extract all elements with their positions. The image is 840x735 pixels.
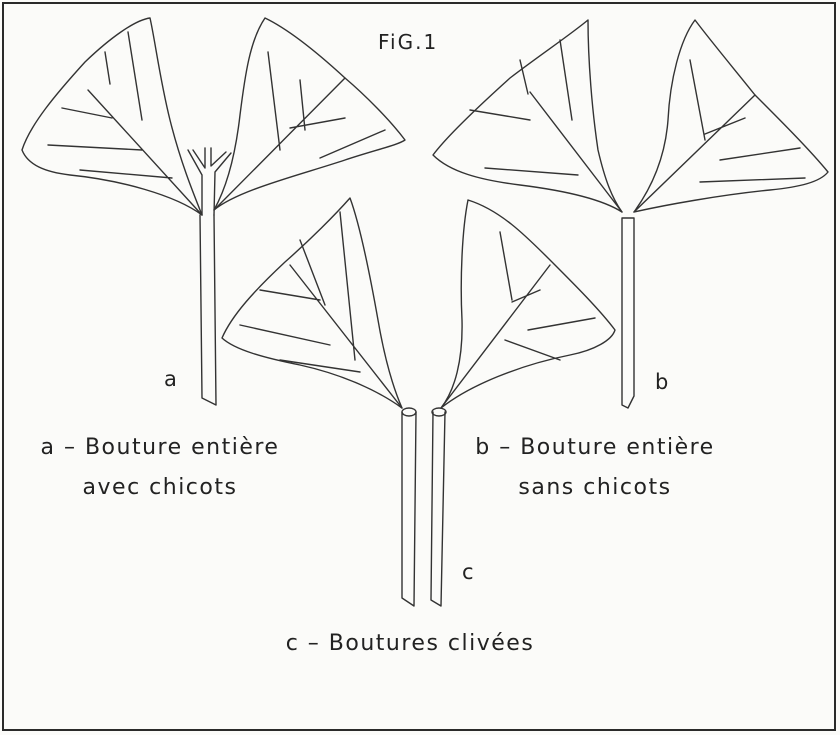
caption-a-line2: avec chicots [30,468,290,508]
cutting-a-letter: a [164,367,178,391]
cutting-c-left-stem [402,412,416,606]
cutting-c-letter: c [462,560,475,584]
cutting-b-drawing [433,20,828,408]
cutting-b-left-leaf [433,20,622,212]
figure-title: FiG.1 [378,30,438,54]
cutting-c-right-stem [431,412,445,606]
caption-b: b – Bouture entière sans chicots [470,428,720,508]
cutting-a-drawing [22,18,405,405]
caption-a: a – Bouture entière avec chicots [30,428,290,508]
caption-b-line2: sans chicots [470,468,720,508]
cutting-a-stem [200,215,216,405]
caption-a-line1: a – Bouture entière [30,428,290,468]
cutting-b-stem [622,218,634,408]
caption-b-line1: b – Bouture entière [470,428,720,468]
cutting-c-drawing [222,198,615,606]
cutting-a-stubs [188,148,231,215]
cutting-c-left-leaf [222,198,402,408]
cutting-b-letter: b [655,370,669,394]
cutting-c-right-leaf [441,200,615,408]
caption-c: c – Boutures clivées [260,624,560,664]
